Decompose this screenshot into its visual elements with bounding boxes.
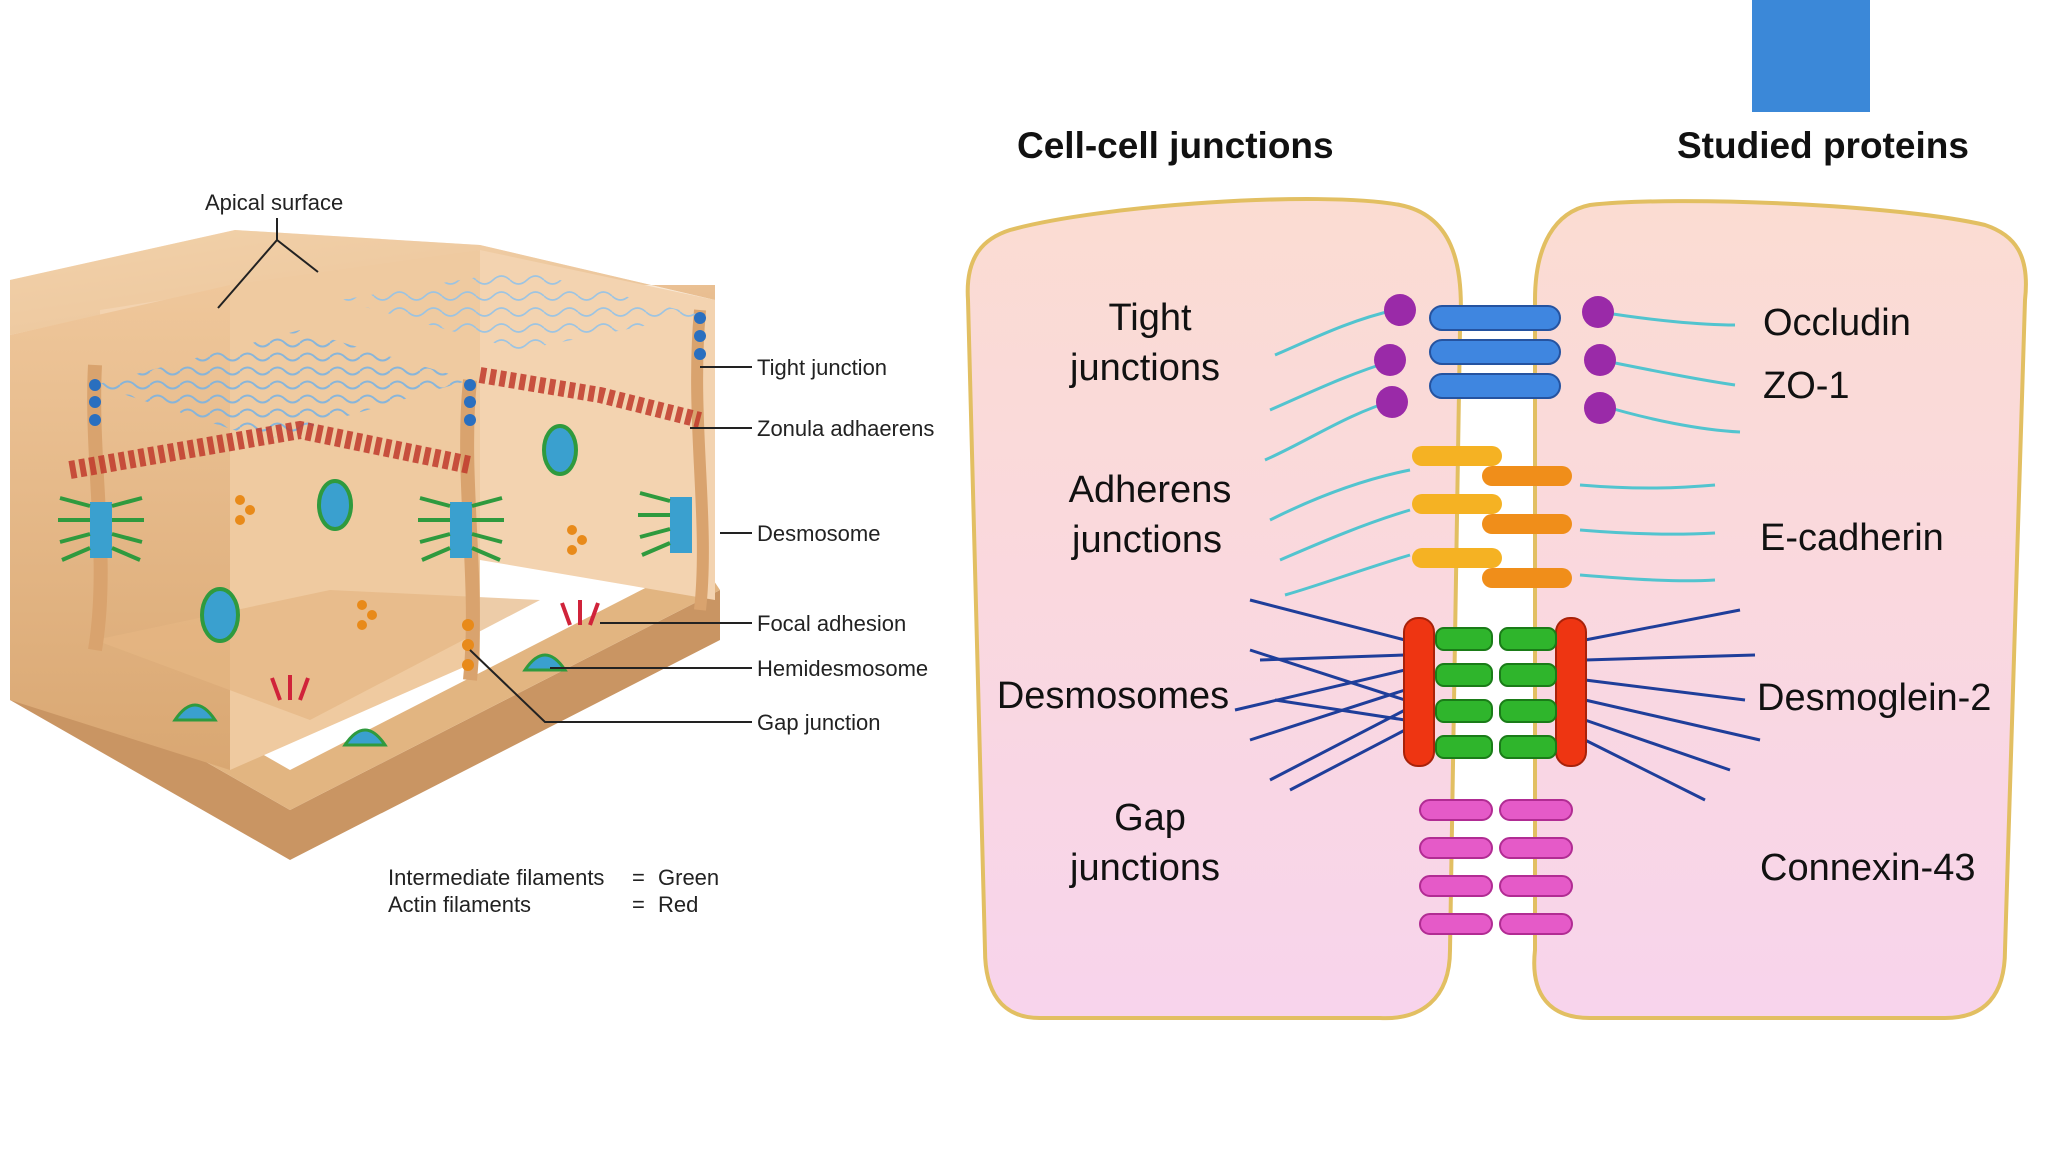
- tissue-block-illustration: [10, 230, 720, 860]
- legend-value-1: Red: [658, 892, 698, 917]
- callout-gap-junction: Gap junction: [757, 710, 881, 735]
- zo1-dots: [1374, 294, 1616, 424]
- header-studied-proteins: Studied proteins: [1677, 125, 1969, 166]
- adherens-filaments: [1269, 468, 1716, 597]
- label-zo1: ZO-1: [1763, 365, 1850, 407]
- label-e-cadherin: E-cadherin: [1760, 517, 1944, 559]
- accent-block: [1752, 0, 1870, 112]
- callout-desmosome: Desmosome: [757, 521, 880, 546]
- desmoglein-blocks: [1435, 627, 1557, 759]
- tight-junction-strands: [1429, 305, 1561, 399]
- header-cell-cell-junctions: Cell-cell junctions: [1017, 125, 1334, 166]
- callout-leaders: [469, 366, 752, 723]
- left-cell-body: [965, 197, 1463, 1021]
- callout-focal-adhesion: Focal adhesion: [757, 611, 906, 636]
- right-cell-body: [1532, 199, 2028, 1020]
- label-occludin: Occludin: [1763, 302, 1911, 344]
- legend-sep-0: =: [632, 865, 645, 890]
- label-connexin-43: Connexin-43: [1760, 847, 1975, 889]
- desmosome-plaques: [1403, 617, 1587, 767]
- label-adherens-line1: Adherens: [1069, 469, 1232, 511]
- legend-sep-1: =: [632, 892, 645, 917]
- legend-value-0: Green: [658, 865, 719, 890]
- label-gap-line1: Gap: [1114, 797, 1186, 839]
- label-adherens-line2: junctions: [1071, 519, 1222, 561]
- label-desmoglein-2: Desmoglein-2: [1757, 677, 1991, 719]
- callout-tight-junction: Tight junction: [757, 355, 887, 380]
- callout-hemidesmosome: Hemidesmosome: [757, 656, 928, 681]
- gap-connexins: [1419, 799, 1573, 935]
- filament-legend: Intermediate filaments = Green Actin fil…: [388, 865, 719, 917]
- label-desmosomes: Desmosomes: [997, 675, 1229, 717]
- apical-surface-pointer: [217, 218, 319, 309]
- apical-surface-label: Apical surface: [205, 190, 343, 215]
- cadherin-pairs: [1412, 446, 1572, 588]
- callout-zonula-adhaerens: Zonula adhaerens: [757, 416, 934, 441]
- desmosome-filaments: [1234, 598, 1761, 802]
- legend-name-0: Intermediate filaments: [388, 865, 604, 890]
- label-tight-line2: junctions: [1069, 347, 1220, 389]
- label-tight-line1: Tight: [1108, 297, 1192, 339]
- label-gap-line2: junctions: [1069, 847, 1220, 889]
- legend-name-1: Actin filaments: [388, 892, 531, 917]
